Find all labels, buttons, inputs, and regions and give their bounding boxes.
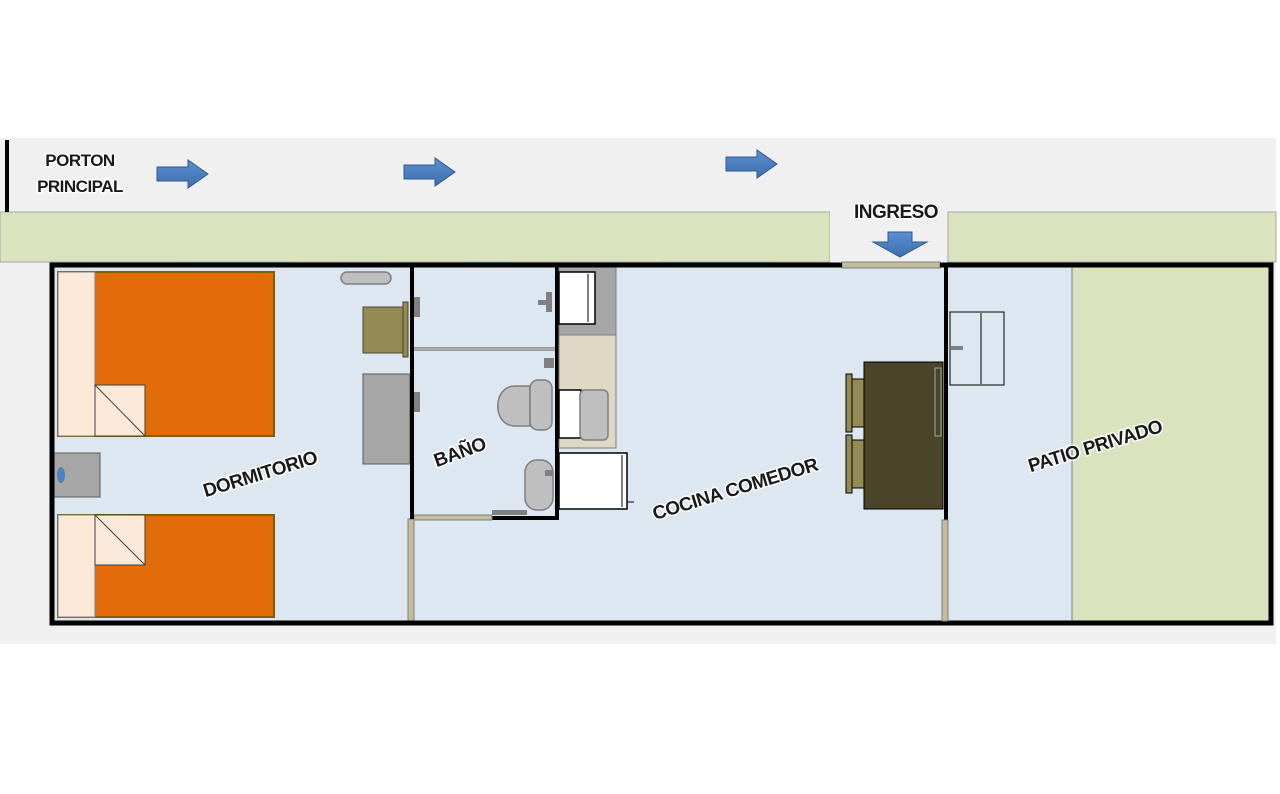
bed-top-sheet-line	[94, 384, 146, 437]
desk-fixture	[412, 297, 420, 317]
stove	[558, 271, 596, 325]
bed-top-pillow	[57, 271, 96, 437]
kitchen-sink	[579, 389, 609, 441]
arrow-right-icon	[156, 159, 209, 189]
bathroom-sink	[524, 459, 554, 511]
wall-fixture	[544, 358, 554, 368]
laundry-tap	[951, 346, 963, 350]
gate-label-line1: PORTON	[45, 151, 115, 170]
shower-tap	[538, 300, 552, 305]
garden-strip-right	[947, 211, 1277, 263]
kitchen-sink-counter	[558, 389, 582, 439]
bed-bottom-sheet-line	[94, 514, 146, 566]
kitchen-door-left	[407, 518, 415, 623]
desk	[362, 306, 406, 354]
dining-chair-back	[845, 373, 853, 433]
entrance-door	[841, 261, 941, 269]
walkway	[0, 138, 1276, 212]
wardrobe	[362, 373, 411, 465]
shower-tap	[546, 292, 552, 312]
gate-label-line2: PRINCIPAL	[37, 177, 123, 196]
arrow-right-icon	[403, 157, 456, 187]
arrow-right-icon	[725, 149, 778, 179]
patio-garden	[1071, 263, 1273, 625]
desk-edge	[402, 301, 409, 358]
dining-chair-back	[845, 434, 853, 494]
arrow-down-icon	[871, 231, 929, 258]
dining-table	[863, 361, 944, 510]
garden-strip-left	[0, 211, 831, 263]
toilet-bowl	[497, 385, 531, 427]
bathroom-door-frame	[492, 510, 527, 515]
toilet-tank	[529, 379, 553, 431]
table-edge	[934, 367, 942, 437]
bathroom-door	[413, 514, 493, 521]
bed-bottom-pillow	[57, 514, 96, 618]
wall-fixture	[545, 470, 553, 476]
dining-chair	[850, 378, 865, 428]
dining-chair	[850, 439, 865, 489]
wardrobe-fixture	[412, 392, 420, 412]
patio-door	[941, 519, 949, 622]
exterior-wall	[49, 262, 1274, 626]
refrigerator	[558, 452, 628, 510]
lamp-icon	[57, 467, 65, 483]
entrance-label: INGRESO	[854, 202, 938, 223]
wall-shelf	[340, 271, 392, 285]
